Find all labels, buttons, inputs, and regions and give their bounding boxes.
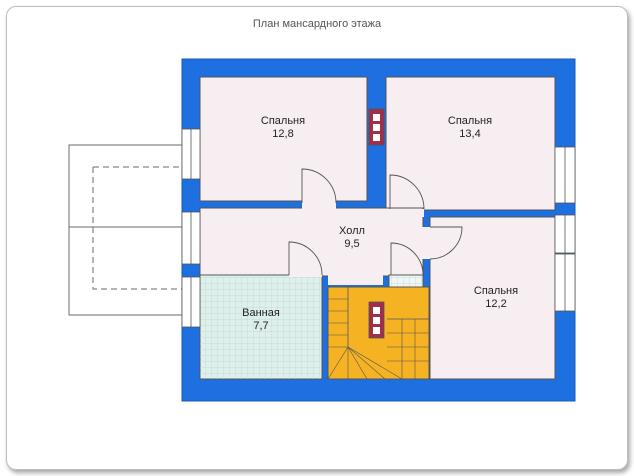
window-left-upper [181, 128, 201, 180]
room-name: Спальня [473, 285, 519, 297]
door-bedroom-1 [301, 168, 337, 209]
window-right-lower [554, 253, 576, 312]
room-floor-bedroom-2 [385, 76, 556, 211]
room-floor-hall-lower [328, 275, 383, 285]
floor-plan [68, 58, 576, 402]
plan-title: План мансардного этажа [252, 18, 382, 30]
room-area: 9,5 [344, 238, 360, 250]
room-label-bedroom-2: Спальня 13,4 [430, 115, 510, 141]
door-bedroom-2 [389, 174, 425, 217]
room-name: Спальня [260, 115, 306, 127]
room-area: 13,4 [459, 128, 481, 140]
room-area: 7,7 [253, 320, 269, 332]
window-right-middle [554, 214, 576, 254]
room-area: 12,8 [272, 128, 294, 140]
room-label-bedroom-3: Спальня 12,2 [456, 285, 536, 311]
window-left-middle [181, 211, 201, 265]
window-left-lower [181, 276, 201, 328]
door-closet [390, 242, 424, 276]
door-bathroom [288, 241, 323, 277]
window-right-upper [554, 146, 576, 204]
chimney-lower [368, 301, 385, 339]
room-name: Холл [339, 225, 365, 237]
room-label-bedroom-1: Спальня 12,8 [243, 115, 323, 141]
room-label-hall: Холл 9,5 [312, 225, 392, 251]
plan-frame: План мансардного этажа [6, 6, 628, 470]
room-name: Ванная [242, 307, 280, 319]
room-floor-bedroom-3 [429, 216, 556, 380]
chimney-upper [368, 108, 385, 146]
roof-outline [68, 144, 184, 316]
room-name: Спальня [447, 115, 493, 127]
room-label-bathroom: Ванная 7,7 [221, 307, 301, 333]
door-bedroom-3 [422, 226, 463, 260]
bathroom-tiles [200, 275, 322, 379]
room-area: 12,2 [485, 298, 507, 310]
room-floor-bedroom-1 [199, 76, 368, 202]
